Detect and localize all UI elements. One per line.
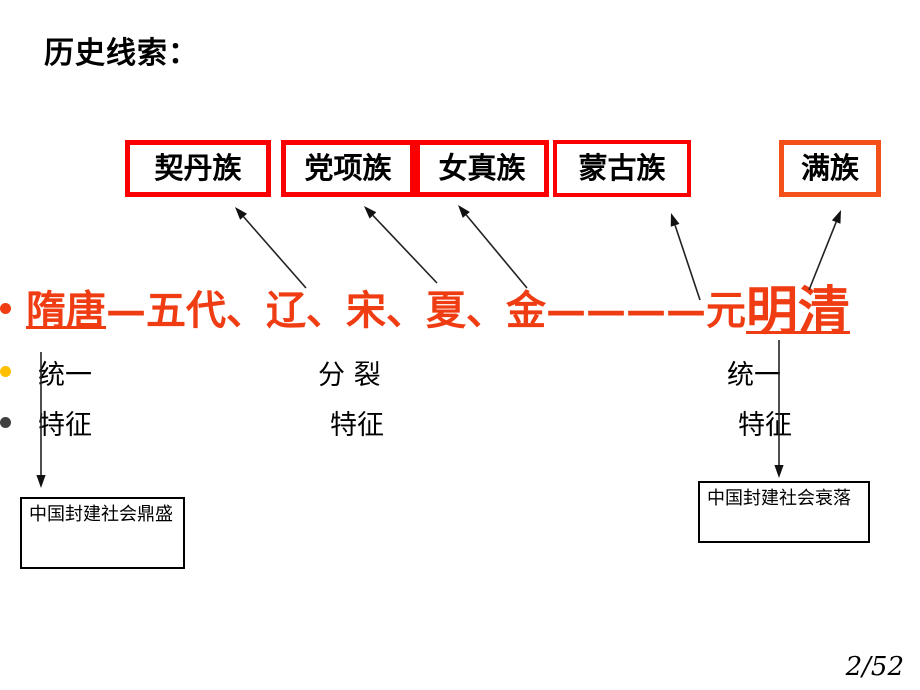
page-number: 2/52 [845, 652, 904, 682]
conclusion-box-prosperity[interactable]: 中国封建社会鼎盛 [20, 497, 185, 569]
dynasty-timeline-text: 隋唐—五代、辽、宋、夏、金————元明清 [26, 286, 850, 338]
ethnic-box-nvzhen[interactable]: 女真族 [415, 140, 549, 197]
page-title: 历史线索： [44, 36, 199, 71]
feature-label-right: 特征 [738, 410, 792, 441]
timeline-bullet-icon [0, 303, 11, 314]
arrow-to-nvzhen [458, 205, 528, 289]
unity-bullet-icon [0, 366, 11, 377]
dynasty-timeline: 隋唐—五代、辽、宋、夏、金————元明清 [0, 286, 920, 342]
ethnic-box-dangxiang[interactable]: 党项族 [281, 140, 415, 197]
conclusion-box-decline[interactable]: 中国封建社会衰落 [698, 481, 870, 543]
timeline-segment-middle: —五代、辽、宋、夏、金————元 [106, 287, 746, 334]
ethnic-box-mengu[interactable]: 蒙古族 [553, 140, 691, 197]
feature-bullet-icon [0, 417, 11, 428]
arrow-to-manzu [808, 210, 841, 291]
timeline-segment-mingqing: 明清 [746, 281, 851, 342]
feature-label-middle: 特征 [330, 410, 384, 441]
ethnic-box-manzu[interactable]: 满族 [779, 140, 881, 197]
unity-label-right: 统一 [727, 360, 781, 391]
arrow-to-qidan [235, 207, 307, 289]
feature-label-left: 特征 [38, 410, 92, 441]
timeline-segment-suitang: 隋唐 [26, 287, 106, 334]
ethnic-box-qidan[interactable]: 契丹族 [125, 140, 271, 197]
unity-label-left: 统一 [38, 360, 92, 391]
arrow-to-dangxiang [364, 206, 438, 284]
division-label-middle: 分 裂 [318, 360, 381, 391]
